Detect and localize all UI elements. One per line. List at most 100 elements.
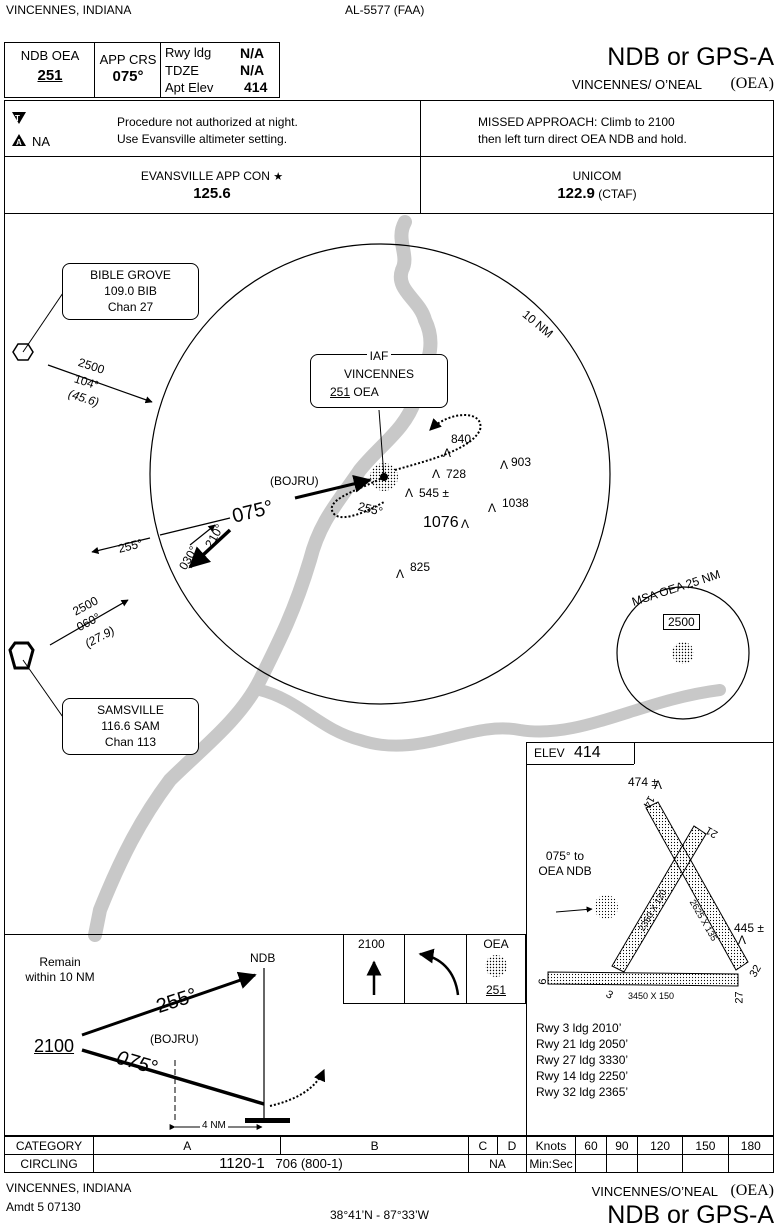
circling-ab-alt: 1120-1	[219, 1155, 265, 1172]
diagram-obstacle-2: 445 ±	[734, 921, 764, 935]
minsec-label: Min:Sec	[526, 1154, 576, 1173]
circling-cd: NA	[467, 1154, 528, 1173]
profile-view	[4, 934, 527, 1136]
ldg-rwy-14: Rwy 14 ldg 2250’	[536, 1069, 629, 1083]
speed-180: 180	[727, 1136, 775, 1155]
rwy-ldg: N/A	[240, 45, 265, 61]
circling-ab-haa: 706 (800-1)	[275, 1156, 343, 1171]
profile-dist: 4 NM	[200, 1120, 228, 1131]
profile-ndb: NDB	[250, 951, 276, 965]
footer-title: NDB or GPS-A	[607, 1201, 774, 1229]
unicom-label: UNICOM	[572, 169, 622, 183]
profile-alt: 2100	[34, 1036, 75, 1056]
obstacle-903: 903	[511, 455, 532, 469]
obstacle-1038: 1038	[502, 496, 529, 510]
rwy-ldg-label: Rwy ldg	[165, 45, 212, 60]
svg-text:Λ: Λ	[654, 778, 662, 792]
rwy-label-9: 9	[535, 978, 548, 985]
iaf-id: OEA	[353, 385, 379, 399]
airport-id: (OEA)	[730, 75, 774, 92]
runway-14-32	[645, 801, 749, 971]
footer-coords: 38°41’N - 87°33’W	[330, 1208, 429, 1222]
rwy-dim-3: 3450 X 150	[628, 991, 675, 1001]
category-c: C	[467, 1136, 498, 1155]
footer-airport-id: (OEA)	[730, 1182, 774, 1199]
samsville-name: SAMSVILLE	[97, 703, 164, 717]
remain-1: Remain	[39, 955, 81, 969]
speed-90: 90	[605, 1136, 638, 1155]
notes-symbols: T A	[12, 112, 26, 147]
apt-elev: 414	[244, 79, 268, 95]
missed-freq: 251	[485, 983, 507, 997]
takeoff-min-icon	[12, 112, 26, 124]
missed-line-2: then left turn direct OEA NDB and hold.	[478, 132, 687, 146]
runway-9-27	[547, 971, 739, 987]
note-line-2: Use Evansville altimeter setting.	[117, 132, 288, 146]
obstacle-545: 545 ±	[419, 486, 449, 500]
bible-grove-freq: 109.0 BIB	[104, 284, 157, 298]
category-a: A	[92, 1136, 282, 1155]
rwy-label-27: 27	[733, 991, 746, 1004]
category-d: D	[496, 1136, 528, 1155]
svg-text:T: T	[15, 114, 20, 123]
chart-id: AL-5577 (FAA)	[345, 3, 425, 17]
ldg-rwy-3: Rwy 3 ldg 2010’	[536, 1021, 622, 1035]
diagram-obstacle-1: 474 ±	[628, 775, 658, 789]
alternate-na-icon	[12, 134, 26, 146]
app-con-label: EVANSVILLE APP CON	[140, 169, 270, 183]
remain-2: within 10 NM	[25, 970, 95, 984]
app-crs-label: APP CRS	[99, 52, 157, 67]
tdze: N/A	[240, 62, 265, 78]
obstacle-840: 840	[451, 432, 472, 446]
svg-text:Λ: Λ	[738, 933, 746, 947]
category-b: B	[280, 1136, 469, 1155]
knots-label: Knots	[526, 1136, 576, 1155]
iaf-label: IAF	[366, 349, 392, 363]
footer-airport: VINCENNES/O’NEAL	[591, 1184, 718, 1199]
bible-grove-chan: Chan 27	[107, 300, 154, 314]
samsville-freq: 116.6 SAM	[101, 719, 160, 733]
missed-alt: 2100	[358, 937, 385, 951]
app-con-freq: 125.6	[193, 185, 231, 202]
missed-icons-box	[343, 934, 526, 1004]
diagram-ndb	[594, 895, 618, 919]
obstacle-728: 728	[446, 467, 467, 481]
ldg-rwy-21: Rwy 21 ldg 2050’	[536, 1037, 629, 1051]
msa-alt: 2500	[663, 614, 700, 630]
category-label: CATEGORY	[4, 1136, 94, 1155]
footer-amdt: Amdt 5 07130	[6, 1200, 81, 1214]
alternate-na: NA	[32, 134, 51, 149]
ldg-rwy-27: Rwy 27 ldg 3330’	[536, 1053, 629, 1067]
unicom-freq: 122.9	[557, 185, 595, 202]
svg-text:A: A	[16, 138, 22, 147]
samsville-box	[62, 698, 199, 755]
tdze-label: TDZE	[165, 63, 199, 78]
elev-value: 414	[574, 744, 601, 761]
airport-name: VINCENNES/ O’NEAL	[571, 77, 702, 92]
elev-label: ELEV	[534, 746, 565, 760]
speed-150: 150	[682, 1136, 729, 1155]
notes-box	[4, 100, 774, 214]
circling-label: CIRCLING	[4, 1154, 94, 1173]
missed-fix: OEA	[483, 937, 509, 951]
header-info-box	[4, 42, 280, 98]
header-location: VINCENNES, INDIANA	[6, 3, 132, 17]
unicom-note: (CTAF)	[598, 187, 637, 201]
runway-graphics: Λ Λ	[547, 778, 749, 987]
ndb-freq: 251	[37, 67, 63, 84]
obstacle-1076: 1076	[423, 514, 459, 531]
ndb-label: NDB OEA	[20, 48, 80, 63]
footer-location: VINCENNES, INDIANA	[6, 1181, 132, 1195]
ldg-rwy-32: Rwy 32 ldg 2365’	[536, 1085, 629, 1099]
obstacle-825: 825	[410, 560, 431, 574]
profile-bojru: (BOJRU)	[150, 1032, 199, 1046]
apt-elev-label: Apt Elev	[165, 80, 214, 95]
bible-grove-name: BIBLE GROVE	[90, 268, 171, 282]
runway-3-21	[611, 825, 707, 973]
speed-60: 60	[575, 1136, 607, 1155]
speed-120: 120	[636, 1136, 684, 1155]
note-line-1: Procedure not authorized at night.	[117, 115, 298, 129]
bible-grove-box	[62, 263, 199, 320]
samsville-chan: Chan 113	[104, 735, 157, 749]
iaf-box	[310, 354, 448, 408]
